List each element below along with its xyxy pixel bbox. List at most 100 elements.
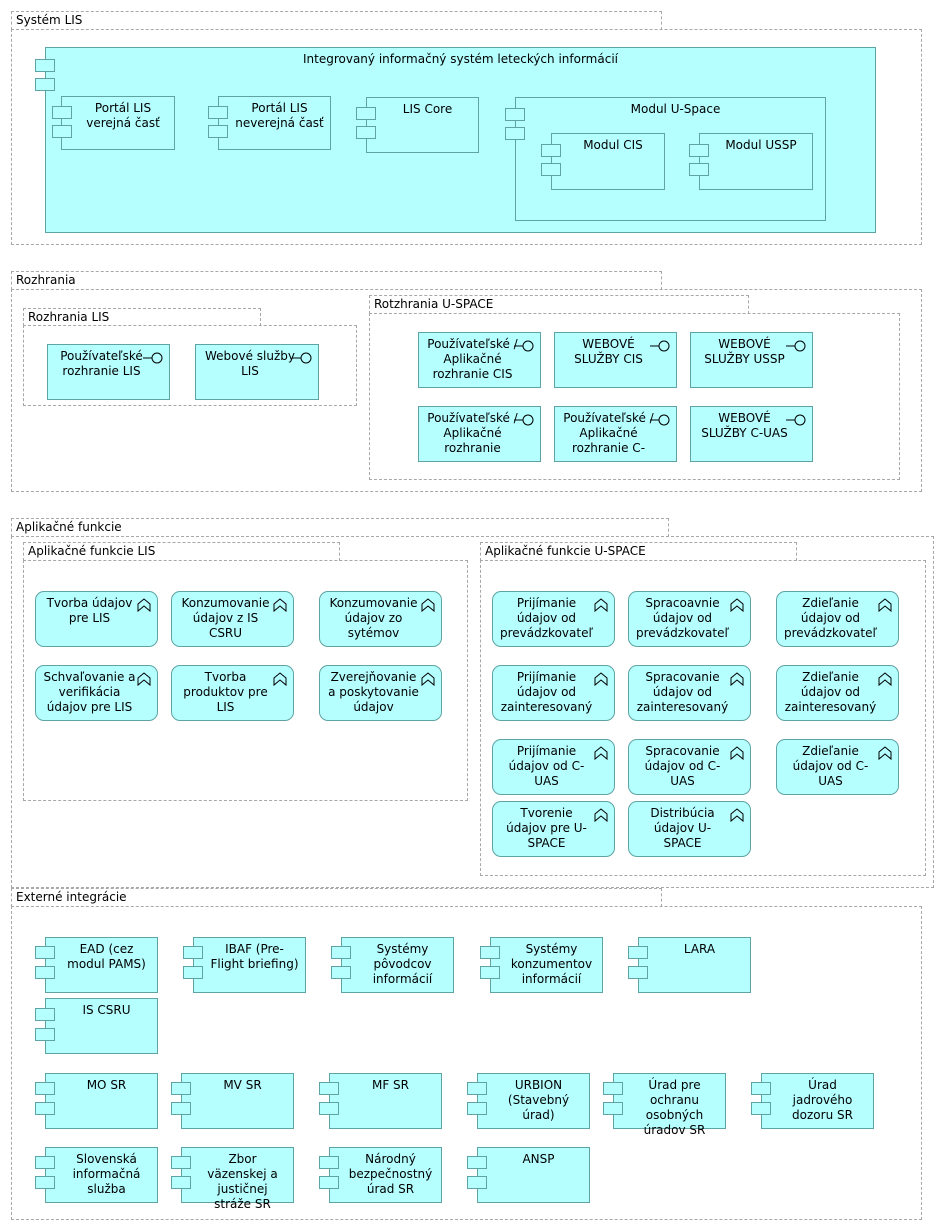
component-icon: [751, 1082, 771, 1095]
group-system-lis: [11, 29, 922, 245]
component-icon: [628, 946, 648, 959]
group-externe-integracie: [11, 906, 922, 1220]
function-spracovanie-cuas[interactable]: Spracovanie údajov od C-UAS: [628, 739, 751, 795]
external-ansp[interactable]: ANSP: [477, 1147, 590, 1203]
interface-lollipop-icon: [514, 340, 534, 352]
function-chevron-icon: [878, 746, 892, 761]
component-icon: [171, 1082, 191, 1095]
component-portal-neverejna[interactable]: Portál LIS neverejná časť: [218, 96, 331, 150]
external-lara[interactable]: LARA: [638, 937, 751, 993]
interface-pouzivatelske-c[interactable]: Používateľské / Aplikačné rozhranie C-: [554, 406, 677, 462]
function-chevron-icon: [594, 746, 608, 761]
component-icon: [319, 1156, 339, 1169]
function-chevron-icon: [730, 672, 744, 687]
component-icon: [689, 144, 709, 157]
component-icon: [480, 966, 500, 979]
function-chevron-icon: [594, 808, 608, 823]
external-sis[interactable]: Slovenská informačná služba: [45, 1147, 158, 1203]
group-tab-rozhrania: Rozhrania: [11, 271, 662, 290]
group-label: Systém LIS: [16, 13, 83, 27]
component-icon: [751, 1102, 771, 1115]
interface-webove-lis[interactable]: Webové služby LIS: [195, 344, 319, 400]
group-label: Aplikačné funkcie LIS: [28, 544, 156, 558]
component-icon: [35, 1102, 55, 1115]
function-schvalovanie[interactable]: Schvaľovanie a verifikácia údajov pre LI…: [35, 665, 158, 721]
component-icon: [467, 1102, 487, 1115]
external-nbu[interactable]: Národný bezpečnostný úrad SR: [329, 1147, 442, 1203]
function-spracovanie-prevadzkovatel[interactable]: Spracoavnie údajov od prevádzkovateľ: [628, 591, 751, 647]
group-label: Aplikačné funkcie U-SPACE: [485, 544, 646, 558]
function-tvorba-udajov[interactable]: Tvorba údajov pre LIS: [35, 591, 158, 647]
external-mv-sr[interactable]: MV SR: [181, 1073, 294, 1129]
function-prijimanie-prevadzkovatel[interactable]: Prijímanie údajov od prevádzkovateľ: [492, 591, 615, 647]
component-icon: [208, 125, 228, 138]
component-icon: [689, 163, 709, 176]
function-zdielanie-cuas[interactable]: Zdieľanie údajov od C-UAS: [776, 739, 899, 795]
component-icon: [467, 1156, 487, 1169]
function-prijimanie-cuas[interactable]: Prijímanie údajov od C-UAS: [492, 739, 615, 795]
group-aplikacne-funkcie-uspace: [480, 560, 926, 876]
component-icon: [603, 1082, 623, 1095]
component-icon: [35, 966, 55, 979]
group-label: Externé integrácie: [16, 890, 127, 904]
function-spracovanie-zainteresovany[interactable]: Spracovanie údajov od zainteresovaný: [628, 665, 751, 721]
external-urbion[interactable]: URBION (Stavebný úrad): [477, 1073, 590, 1129]
component-icon: [541, 163, 561, 176]
interface-webove-cis[interactable]: WEBOVÉ SLUŽBY CIS: [554, 332, 677, 388]
function-chevron-icon: [730, 598, 744, 613]
function-tvorba-produktov[interactable]: Tvorba produktov pre LIS: [171, 665, 294, 721]
component-icon: [35, 1156, 55, 1169]
function-tvorenie-uspace[interactable]: Tvorenie údajov pre U-SPACE: [492, 801, 615, 857]
component-icon: [480, 946, 500, 959]
external-urad-ochrana[interactable]: Úrad pre ochranu osobných úradov SR: [613, 1073, 726, 1137]
component-modul-cis[interactable]: Modul CIS: [551, 133, 665, 190]
function-konzumovanie-csru[interactable]: Konzumovanie údajov z IS CSRU: [171, 591, 294, 647]
component-icon: [52, 125, 72, 138]
group-tab-system-lis: Systém LIS: [11, 11, 662, 30]
external-ibaf[interactable]: IBAF (Pre-Flight briefing): [193, 937, 306, 993]
component-icon: [467, 1176, 487, 1189]
function-chevron-icon: [137, 672, 151, 687]
component-portal-verejna[interactable]: Portál LIS verejná časť: [61, 96, 175, 150]
external-is-csru[interactable]: IS CSRU: [45, 998, 158, 1054]
group-label: Rozhrania: [16, 273, 76, 287]
component-icon: [505, 127, 525, 140]
component-icon: [35, 78, 55, 91]
external-mf-sr[interactable]: MF SR: [329, 1073, 442, 1129]
interface-pouzivatelske-rozhranie[interactable]: Používateľské / Aplikačné rozhranie: [418, 406, 541, 462]
function-prijimanie-zainteresovany[interactable]: Prijímanie údajov od zainteresovaný: [492, 665, 615, 721]
component-icon: [356, 107, 376, 120]
function-zdielanie-prevadzkovatel[interactable]: Zdieľanie údajov od prevádzkovateľ: [776, 591, 899, 647]
interface-pouzivatelske-lis[interactable]: Používateľské rozhranie LIS: [47, 344, 170, 400]
component-lis-core[interactable]: LIS Core: [366, 97, 479, 153]
function-chevron-icon: [273, 672, 287, 687]
function-chevron-icon: [730, 808, 744, 823]
function-distribucia-uspace[interactable]: Distribúcia údajov U-SPACE: [628, 801, 751, 857]
function-chevron-icon: [273, 598, 287, 613]
function-chevron-icon: [594, 598, 608, 613]
external-ead[interactable]: EAD (cez modul PAMS): [45, 937, 158, 993]
external-urad-jadrovy[interactable]: Úrad jadrového dozoru SR: [761, 1073, 874, 1129]
component-modul-ussp[interactable]: Modul USSP: [699, 133, 813, 190]
component-icon: [319, 1176, 339, 1189]
function-chevron-icon: [594, 672, 608, 687]
component-icon: [603, 1102, 623, 1115]
component-icon: [35, 1082, 55, 1095]
external-zbor[interactable]: Zbor väzenskej a justičnej stráže SR: [181, 1147, 294, 1211]
interface-pouzivatelske-cis[interactable]: Používateľské / Aplikačné rozhranie CIS: [418, 332, 541, 388]
group-label: Rozhrania LIS: [28, 310, 110, 324]
interface-webove-ussp[interactable]: WEBOVÉ SLUŽBY USSP: [690, 332, 813, 388]
function-zdielanie-zainteresovany[interactable]: Zdieľanie údajov od zainteresovaný: [776, 665, 899, 721]
group-tab-aplikacne-funkcie-uspace: Aplikačné funkcie U-SPACE: [480, 542, 797, 561]
function-konzumovanie-systemov[interactable]: Konzumovanie údajov zo sytémov: [319, 591, 442, 647]
function-zverejnovanie[interactable]: Zverejňovanie a poskytovanie údajov: [319, 665, 442, 721]
external-konzumentov[interactable]: Systémy konzumentov informácií: [490, 937, 603, 993]
function-chevron-icon: [421, 672, 435, 687]
component-icon: [52, 106, 72, 119]
component-icon: [35, 946, 55, 959]
interface-webove-cuas[interactable]: WEBOVÉ SLUŽBY C-UAS: [690, 406, 813, 462]
external-povodcov[interactable]: Systémy pôvodcov informácií: [341, 937, 454, 993]
function-chevron-icon: [137, 598, 151, 613]
group-tab-rozhrania-uspace: Rotzhrania U-SPACE: [369, 295, 749, 314]
external-mo-sr[interactable]: MO SR: [45, 1073, 158, 1129]
